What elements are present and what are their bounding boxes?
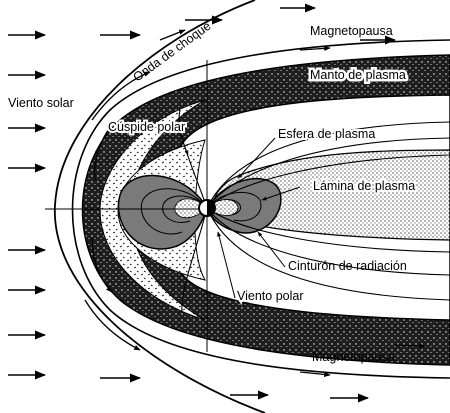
bow-shock-line: [54, 0, 266, 413]
label-radiation-belt: Cinturón de radiación: [288, 259, 407, 273]
label-polar-wind: Viento polar: [237, 289, 304, 303]
label-magnetopause-top: Magnetopausa: [310, 24, 393, 38]
label-polar-cusp: Cúspide polar: [108, 120, 185, 134]
label-solar-wind: Viento solar: [8, 96, 74, 110]
magnetopause-line: [71, 39, 450, 379]
solar-wind-arrows: [8, 3, 397, 403]
radiation-belt-right: [206, 178, 282, 234]
label-plasmasphere: Esfera de plasma: [278, 127, 375, 141]
field-lines: [178, 109, 450, 313]
label-plasma-sheet: Lámina de plasma: [313, 179, 415, 193]
label-bow-shock: Onda de choque: [131, 19, 214, 85]
label-plasma-mantle: Manto de plasma: [310, 68, 406, 82]
plasmasphere-core: [174, 198, 208, 219]
label-magnetopause-bottom: Magnetopausa: [312, 350, 395, 364]
